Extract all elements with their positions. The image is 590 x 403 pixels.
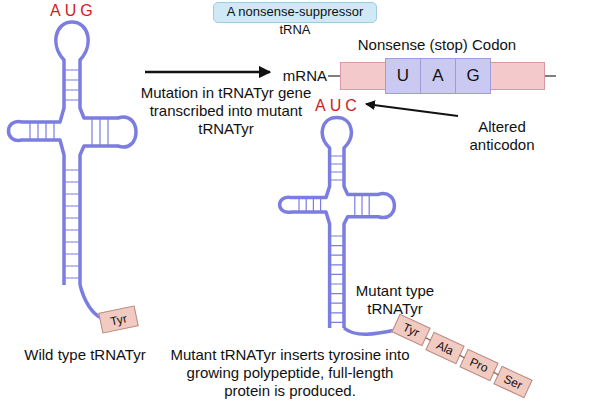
mrna-strand <box>545 75 556 77</box>
acceptor-tail <box>344 328 396 334</box>
codon-base: A <box>420 58 456 94</box>
amino-acid-name: Ser <box>502 372 525 393</box>
amino-acid-name: Pro <box>468 355 491 376</box>
strand-name: mRNA <box>283 67 327 84</box>
mutation-arrow <box>145 71 270 74</box>
amino-acid-name: Tyr <box>109 311 128 328</box>
pointer-arrow <box>366 104 458 116</box>
trna-name: Wild type tRNATyr <box>5 346 165 364</box>
amino-acid-box: Tyr <box>391 314 430 346</box>
callout-text: Altered anticodon <box>452 118 552 154</box>
peptide-bond <box>459 355 464 358</box>
mrna-strand-bar: mRNAUAG <box>340 62 545 90</box>
trna-name: Mutant type tRNATyr <box>345 282 445 318</box>
codon-base: U <box>385 58 421 94</box>
process-note: Mutation in tRNATyr gene transcribed int… <box>136 84 316 138</box>
amino-acid-name: Ala <box>434 338 456 358</box>
title-banner: A nonsense-suppressor tRNA <box>213 2 377 23</box>
base-letter: A <box>432 66 443 86</box>
amino-acid-box: Ala <box>425 332 464 364</box>
anticodon: AUC <box>315 97 361 115</box>
peptide-bond <box>425 338 430 341</box>
codon-heading: Nonsense (stop) Codon <box>357 36 517 54</box>
title-text: A nonsense-suppressor tRNA <box>227 4 364 37</box>
base-letter: U <box>397 66 409 86</box>
amino-acid-box: Tyr <box>98 305 139 333</box>
anticodon: AUG <box>50 2 96 20</box>
result-note: Mutant tRNATyr inserts tyrosine into gro… <box>165 346 415 400</box>
amino-acid-box: Pro <box>459 349 498 381</box>
codon-base: G <box>455 58 491 94</box>
base-letter: G <box>466 66 479 86</box>
peptide-bond <box>493 372 498 375</box>
amino-acid-name: Tyr <box>400 320 421 340</box>
mrna-strand <box>328 75 340 77</box>
amino-acid-box: Ser <box>493 366 532 398</box>
wild-trna <box>9 22 137 285</box>
